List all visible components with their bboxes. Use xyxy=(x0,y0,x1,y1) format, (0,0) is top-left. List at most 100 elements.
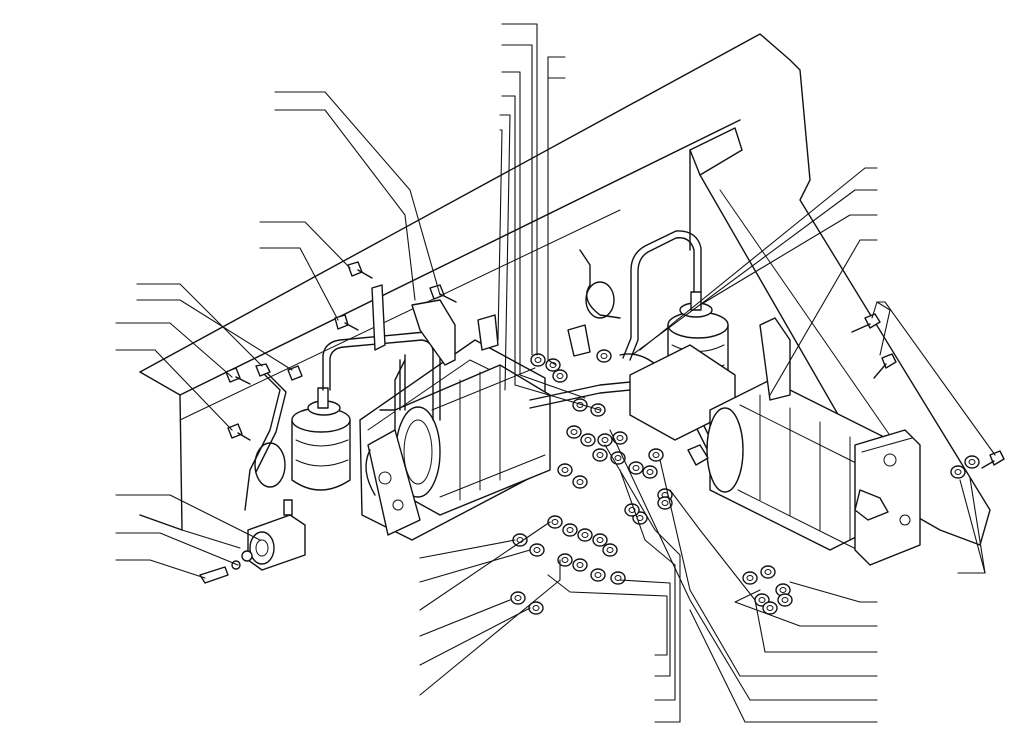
leader-line xyxy=(419,521,551,611)
washer xyxy=(777,593,793,607)
leader-line xyxy=(669,489,878,653)
washer xyxy=(552,369,568,383)
leader-line xyxy=(419,549,531,583)
leader-line xyxy=(789,581,878,603)
washer xyxy=(577,528,593,542)
leader-line xyxy=(547,574,668,656)
bolt xyxy=(227,423,251,441)
leader-line xyxy=(419,599,511,637)
leader-line xyxy=(499,114,511,391)
leader-line xyxy=(689,609,878,723)
leader-line xyxy=(419,539,516,559)
frame-rail xyxy=(139,33,991,549)
leader-line xyxy=(259,247,339,321)
washer xyxy=(547,515,563,529)
leader-line xyxy=(959,479,986,574)
leader-line xyxy=(115,559,206,579)
left-air-booster xyxy=(359,339,551,541)
rail-clip xyxy=(477,314,499,351)
leader-line xyxy=(136,283,263,367)
washer xyxy=(557,553,573,567)
washer xyxy=(657,496,673,510)
leader-line xyxy=(876,301,996,456)
washer xyxy=(596,349,612,363)
leader-line xyxy=(659,459,878,677)
loose-hardware xyxy=(225,261,1005,469)
washer xyxy=(572,398,588,412)
washer xyxy=(530,353,546,367)
leader-line xyxy=(115,349,233,431)
leader-line xyxy=(497,129,503,341)
washer xyxy=(592,533,608,547)
leader-line xyxy=(115,494,261,541)
bolt xyxy=(347,261,373,279)
bolt xyxy=(287,365,303,381)
washer xyxy=(612,431,628,445)
leader-line xyxy=(871,301,878,319)
leader-line xyxy=(501,44,533,356)
bolt xyxy=(334,314,359,331)
washer xyxy=(624,503,640,517)
leader-line xyxy=(734,589,878,627)
small-plate xyxy=(567,324,591,357)
washer xyxy=(762,601,778,615)
washer xyxy=(510,591,526,605)
washer xyxy=(562,523,578,537)
leader-line xyxy=(274,109,416,301)
leader-line xyxy=(419,607,531,666)
washer xyxy=(580,433,596,447)
washer xyxy=(950,465,966,479)
leader-line xyxy=(501,23,538,356)
bolt xyxy=(851,313,881,333)
leader-lines xyxy=(115,23,996,723)
washer xyxy=(775,583,791,597)
washer xyxy=(572,558,588,572)
washer xyxy=(590,403,606,417)
leader-line xyxy=(619,579,671,677)
washer xyxy=(545,358,561,372)
washer xyxy=(628,461,644,475)
leader-line xyxy=(609,429,878,701)
leader-line xyxy=(769,239,878,396)
bolt xyxy=(255,363,271,377)
washer xyxy=(557,463,573,477)
bolt xyxy=(873,353,897,379)
leader-line xyxy=(274,91,441,296)
leader-line xyxy=(619,469,676,701)
washer xyxy=(642,465,658,479)
washer-group xyxy=(510,349,980,615)
washer xyxy=(597,433,613,447)
bolt xyxy=(225,367,251,385)
left-relay-valve xyxy=(199,499,306,584)
bolt xyxy=(981,450,1005,469)
leader-line xyxy=(699,214,878,306)
washer xyxy=(610,571,626,585)
leader-line xyxy=(501,95,601,411)
leader-line xyxy=(547,56,557,366)
washer xyxy=(742,571,758,585)
right-air-booster xyxy=(629,317,921,566)
washer xyxy=(590,568,606,582)
leader-line xyxy=(136,299,293,371)
leader-line xyxy=(259,221,351,269)
leader-line xyxy=(639,167,878,351)
washer xyxy=(529,543,545,557)
leader-line xyxy=(604,444,681,723)
leader-line xyxy=(631,189,878,356)
washer xyxy=(572,475,588,489)
left-bracket xyxy=(411,299,456,366)
rail-clip xyxy=(371,284,386,351)
leader-line xyxy=(419,559,561,696)
leader-line xyxy=(115,532,239,566)
left-reservoir xyxy=(291,387,351,491)
leader-line xyxy=(501,71,586,399)
washer xyxy=(592,448,608,462)
washer xyxy=(602,543,618,557)
washer xyxy=(760,565,776,579)
leader-line xyxy=(115,322,233,378)
washer xyxy=(964,455,980,469)
leader-line xyxy=(876,301,891,356)
bolt xyxy=(429,284,457,303)
washer xyxy=(648,448,664,462)
